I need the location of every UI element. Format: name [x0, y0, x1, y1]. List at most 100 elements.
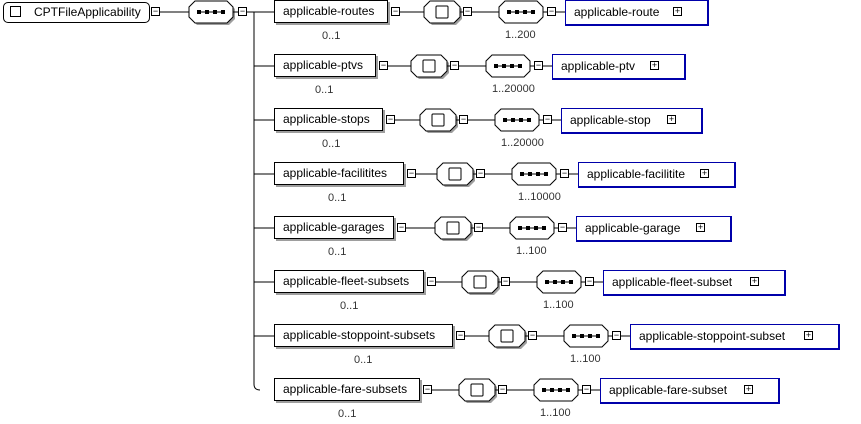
ref-element-box-garages[interactable]: applicable-garage — [576, 216, 732, 242]
element-box-fleet-subsets[interactable]: applicable-fleet-subsets — [274, 270, 424, 293]
choice-collapse-button-garages[interactable]: − — [474, 222, 483, 232]
sequence-collapse-button-garages[interactable]: − — [558, 222, 567, 232]
choice-collapse-button-stoppoint-subsets[interactable]: − — [528, 330, 537, 340]
element-collapse-button-stops[interactable]: − — [386, 114, 395, 124]
choice-icon-garages — [434, 216, 473, 241]
choice-icon-fleet-subsets — [461, 270, 500, 295]
connector-line — [253, 12, 261, 391]
element-label: applicable-ptvs — [283, 58, 364, 72]
root-element-box: CPTFileApplicability — [3, 2, 150, 23]
element-collapse-button-routes[interactable]: − — [391, 6, 400, 16]
element-label: applicable-fleet-subsets — [283, 274, 410, 288]
ref-occurrence-label: 1..100 — [570, 353, 601, 365]
ref-occurrence-label: 1..20000 — [492, 83, 535, 95]
element-box-fare-subsets[interactable]: applicable-fare-subsets — [274, 378, 420, 401]
choice-collapse-button-facilitites[interactable]: − — [476, 168, 485, 178]
ref-element-label: applicable-stoppoint-subset — [639, 329, 786, 343]
choice-collapse-button-routes[interactable]: − — [463, 6, 472, 16]
ref-element-box-facilitites[interactable]: applicable-facilitite — [578, 162, 736, 188]
element-label: applicable-routes — [283, 4, 375, 18]
choice-icon-facilitites — [436, 162, 475, 187]
root-collapse-button[interactable]: − — [151, 6, 160, 16]
choice-collapse-button-ptvs[interactable]: − — [450, 60, 459, 70]
element-collapse-button-fleet-subsets[interactable]: − — [427, 276, 436, 286]
ref-element-label: applicable-garage — [585, 221, 681, 235]
sequence-icon-facilitites — [511, 162, 557, 186]
occurrence-label: 0..1 — [322, 30, 341, 42]
choice-icon-ptvs — [410, 54, 449, 79]
ref-element-label: applicable-route — [574, 5, 660, 19]
sequence-collapse-button-facilitites[interactable]: − — [560, 168, 569, 178]
ref-element-box-ptvs[interactable]: applicable-ptv — [552, 54, 686, 80]
ref-occurrence-label: 1..100 — [516, 245, 547, 257]
element-label: applicable-fare-subsets — [283, 382, 408, 396]
element-box-garages[interactable]: applicable-garages — [274, 216, 394, 239]
occurrence-label: 0..1 — [338, 408, 357, 420]
sequence-icon-routes — [498, 0, 544, 24]
choice-collapse-button-stops[interactable]: − — [459, 114, 468, 124]
ref-element-box-fare-subsets[interactable]: applicable-fare-subset — [600, 378, 780, 404]
sequence-collapse-button[interactable]: − — [238, 6, 247, 16]
sequence-collapse-button-stops[interactable]: − — [543, 114, 552, 124]
sequence-collapse-button-stoppoint-subsets[interactable]: − — [612, 330, 621, 340]
root-checkbox-icon — [10, 6, 21, 17]
ref-expand-button-stops[interactable]: + — [667, 114, 676, 124]
occurrence-label: 0..1 — [340, 300, 359, 312]
ref-expand-button-routes[interactable]: + — [673, 6, 682, 16]
element-collapse-button-fare-subsets[interactable]: − — [423, 384, 432, 394]
element-collapse-button-facilitites[interactable]: − — [407, 168, 416, 178]
ref-expand-button-facilitites[interactable]: + — [700, 168, 709, 178]
element-box-facilitites[interactable]: applicable-facilitites — [274, 162, 404, 185]
ref-element-label: applicable-ptv — [561, 59, 636, 73]
element-label: applicable-facilitites — [283, 166, 388, 180]
element-collapse-button-ptvs[interactable]: − — [379, 60, 388, 70]
ref-element-box-fleet-subsets[interactable]: applicable-fleet-subset — [603, 270, 786, 296]
ref-occurrence-label: 1..100 — [540, 407, 571, 419]
element-box-ptvs[interactable]: applicable-ptvs — [274, 54, 376, 77]
element-box-routes[interactable]: applicable-routes — [274, 0, 388, 23]
element-label: applicable-stops — [283, 112, 370, 126]
choice-icon-stops — [419, 108, 458, 133]
ref-expand-button-fleet-subsets[interactable]: + — [750, 276, 759, 286]
element-label: applicable-stoppoint-subsets — [283, 328, 436, 342]
ref-element-label: applicable-fleet-subset — [612, 275, 733, 289]
sequence-icon-stoppoint-subsets — [563, 324, 609, 348]
ref-occurrence-label: 1..100 — [543, 299, 574, 311]
element-label: applicable-garages — [283, 220, 385, 234]
ref-element-label: applicable-fare-subset — [609, 383, 728, 397]
root-sequence-icon — [188, 0, 235, 25]
occurrence-label: 0..1 — [315, 84, 334, 96]
sequence-collapse-button-fare-subsets[interactable]: − — [582, 384, 591, 394]
sequence-icon-fleet-subsets — [536, 270, 582, 294]
ref-element-label: applicable-facilitite — [587, 167, 686, 181]
ref-element-box-stops[interactable]: applicable-stop — [561, 108, 703, 134]
sequence-icon-ptvs — [485, 54, 531, 78]
occurrence-label: 0..1 — [322, 138, 341, 150]
sequence-collapse-button-ptvs[interactable]: − — [534, 60, 543, 70]
ref-expand-button-garages[interactable]: + — [696, 222, 705, 232]
root-element-label: CPTFileApplicability — [34, 5, 141, 19]
choice-collapse-button-fleet-subsets[interactable]: − — [501, 276, 510, 286]
choice-collapse-button-fare-subsets[interactable]: − — [498, 384, 507, 394]
choice-icon-fare-subsets — [458, 378, 497, 403]
occurrence-label: 0..1 — [328, 192, 347, 204]
ref-element-box-routes[interactable]: applicable-route — [565, 0, 709, 26]
ref-expand-button-ptvs[interactable]: + — [650, 60, 659, 70]
ref-expand-button-stoppoint-subsets[interactable]: + — [804, 330, 813, 340]
choice-icon-routes — [423, 0, 462, 25]
choice-icon-stoppoint-subsets — [488, 324, 527, 349]
sequence-collapse-button-routes[interactable]: − — [547, 6, 556, 16]
element-box-stoppoint-subsets[interactable]: applicable-stoppoint-subsets — [274, 324, 453, 347]
element-box-stops[interactable]: applicable-stops — [274, 108, 383, 131]
sequence-collapse-button-fleet-subsets[interactable]: − — [585, 276, 594, 286]
element-collapse-button-stoppoint-subsets[interactable]: − — [456, 330, 465, 340]
element-collapse-button-garages[interactable]: − — [397, 222, 406, 232]
sequence-icon-stops — [494, 108, 540, 132]
ref-occurrence-label: 1..20000 — [501, 137, 544, 149]
sequence-icon-fare-subsets — [533, 378, 579, 402]
ref-expand-button-fare-subsets[interactable]: + — [744, 384, 753, 394]
ref-occurrence-label: 1..10000 — [518, 191, 561, 203]
ref-occurrence-label: 1..200 — [505, 29, 536, 41]
occurrence-label: 0..1 — [354, 354, 373, 366]
